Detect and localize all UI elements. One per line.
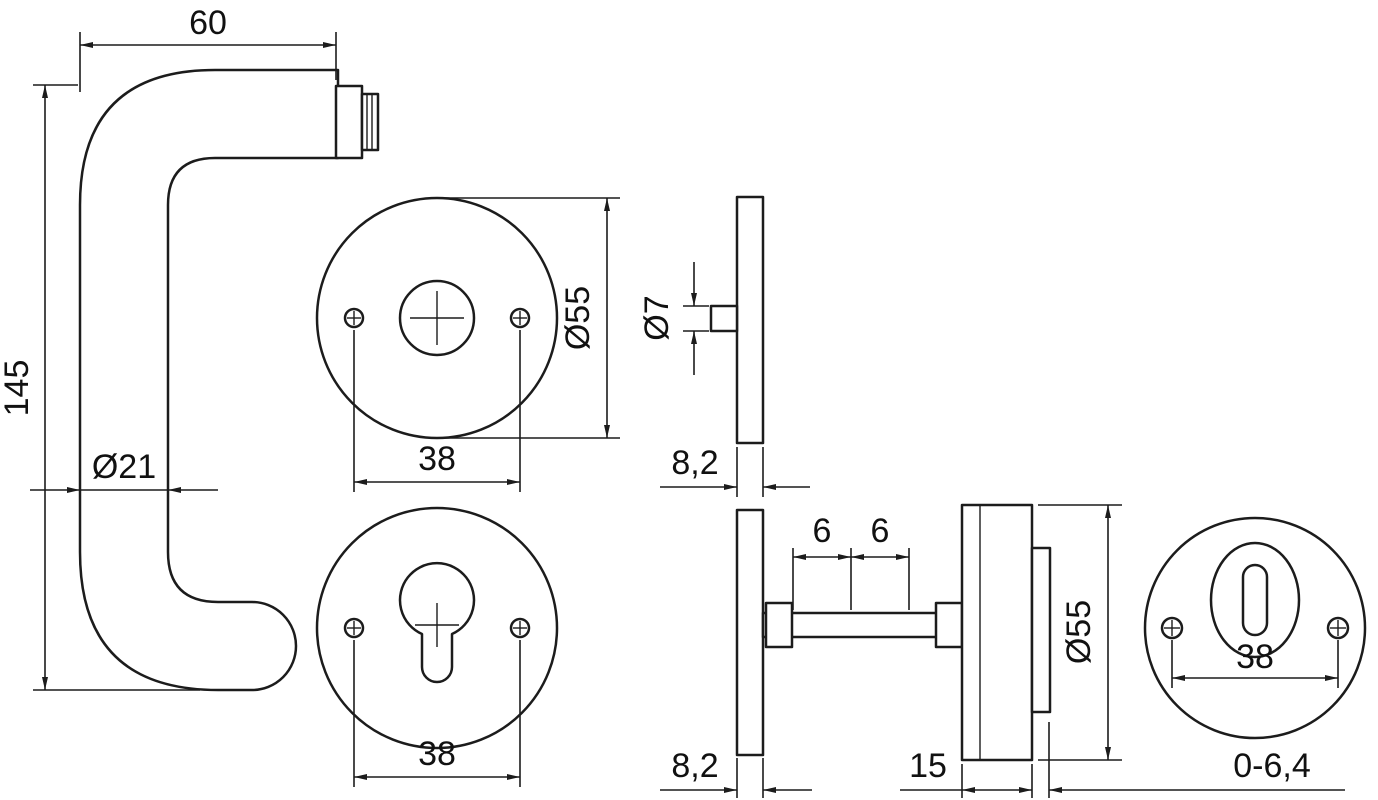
spindle-bar: [761, 601, 964, 649]
top-rosette-side-view: [709, 195, 765, 445]
handle-side-view: [78, 68, 380, 692]
spindle-collar-left: [764, 601, 794, 649]
dim-grip-diameter: Ø21: [30, 448, 218, 493]
dim-label-grip-diameter: Ø21: [92, 448, 156, 486]
handle-spindle-socket: [360, 92, 380, 152]
dim-label-mount-depth: 15: [909, 747, 947, 785]
dim-security-rosette-diameter: Ø55: [1038, 504, 1122, 761]
dim-label-escutcheon-screw-spacing: 38: [1236, 638, 1274, 676]
dim-label-handle-length: 60: [189, 4, 227, 42]
dim-handle-height: 145: [0, 84, 200, 691]
cylinder-rosette-side-view: [735, 508, 765, 757]
rosette-side-profile: [735, 508, 765, 757]
dim-rosette-screw-spacing: 38: [353, 330, 521, 492]
security-escutcheon-front-view: [1143, 516, 1367, 740]
dim-cylinder-rosette-thickness: 8,2: [660, 747, 812, 798]
dim-label-spindle-diameter: Ø7: [638, 295, 676, 340]
dim-spindle-offsets: 6 6: [792, 512, 910, 610]
dim-label-handle-height: 145: [0, 360, 36, 417]
handle-outline: [78, 68, 340, 692]
cylinder-slot: [1241, 563, 1269, 637]
dim-label-spindle-offset-left: 6: [813, 512, 832, 550]
top-rosette-front-view: [315, 196, 559, 440]
security-rosette-side-view: [960, 503, 1052, 762]
spindle-stub: [709, 304, 739, 333]
dim-rosette-diameter: Ø55: [445, 197, 620, 439]
dim-label-rosette-thickness: 8,2: [671, 444, 718, 482]
dim-handle-length: 60: [79, 4, 337, 92]
cylinder-rosette-front-view: [315, 506, 559, 750]
mount-block: [960, 503, 1034, 762]
dim-label-security-rosette-diameter: Ø55: [1060, 600, 1098, 664]
handle-neck-hub: [334, 84, 364, 160]
dim-label-rosette-diameter: Ø55: [559, 286, 597, 350]
dim-label-adjustment-range: 0-6,4: [1233, 747, 1311, 785]
dim-spindle-diameter: Ø7: [638, 262, 709, 375]
dim-mount-depth: 15: [900, 747, 1033, 798]
dim-adjustment-range: 0-6,4: [1048, 722, 1345, 798]
dim-rosette-thickness: 8,2: [660, 444, 810, 497]
dim-label-spindle-offset-right: 6: [871, 512, 890, 550]
dim-escutcheon-screw-spacing: 38: [1171, 638, 1339, 688]
adjustment-plate: [1030, 546, 1052, 714]
dim-label-cylinder-rosette-screw-spacing: 38: [418, 735, 456, 773]
rosette-side-profile: [735, 195, 765, 445]
dim-label-cylinder-rosette-thickness: 8,2: [671, 747, 718, 785]
spindle-collar-right: [934, 601, 964, 649]
dim-label-rosette-screw-spacing: 38: [418, 440, 456, 478]
dim-cylinder-rosette-screw-spacing: 38: [353, 640, 521, 787]
